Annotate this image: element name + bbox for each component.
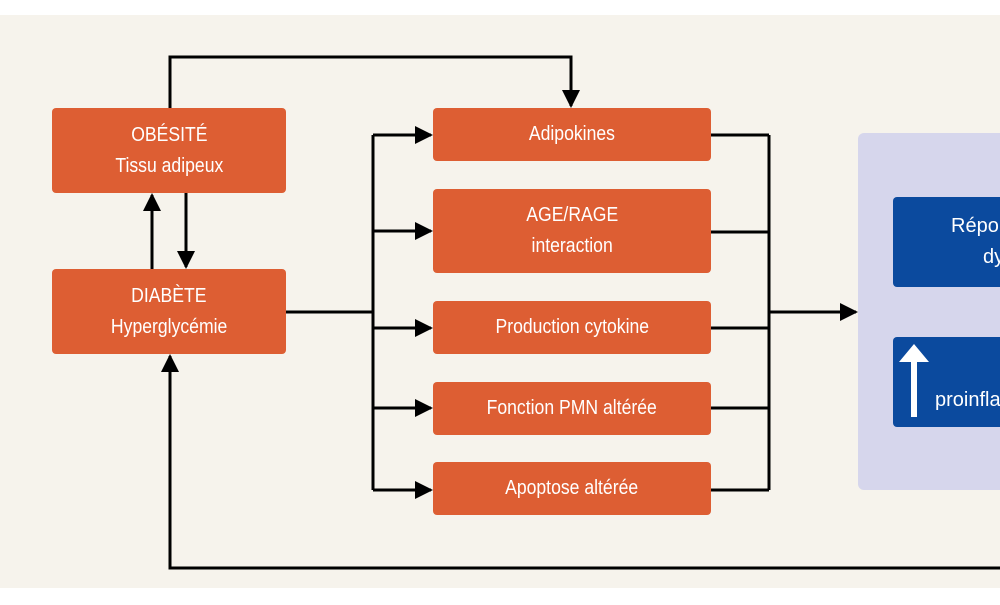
diabetes-box: DIABÈTE Hyperglycémie [52, 269, 286, 354]
mechanism-label: interaction [531, 235, 613, 257]
feedback-loop-arrow [161, 354, 1000, 570]
obesity-box: OBÉSITÉ Tissu adipeux [52, 108, 286, 193]
mechanism-adipokines: Adipokines [433, 108, 711, 161]
response-line-2: dy [983, 246, 1000, 268]
obesity-title: OBÉSITÉ [130, 123, 208, 146]
diabetes-title: DIABÈTE [131, 284, 207, 307]
merge-lines [711, 133, 771, 492]
mechanism-cytokine: Production cytokine [433, 301, 711, 354]
mechanism-apoptose: Apoptose altérée [433, 462, 711, 515]
response-box-2: proinfla [893, 337, 1000, 427]
response-box-1: Répo dy [893, 197, 1000, 287]
mechanism-label: Adipokines [528, 123, 616, 145]
mechanism-label: Production cytokine [495, 316, 649, 338]
response-line-3: proinfla [935, 389, 1000, 411]
mechanism-label: Apoptose altérée [505, 477, 639, 499]
diabetes-subtitle: Hyperglycémie [110, 315, 228, 338]
mechanism-label: Fonction PMN altérée [486, 397, 658, 419]
response-panel [858, 133, 1000, 490]
arrow-up-icon [899, 344, 929, 417]
mechanism-pmn: Fonction PMN altérée [433, 382, 711, 435]
response-line-1: Répo [951, 215, 999, 237]
mechanism-age-rage: AGE/RAGE interaction [433, 189, 711, 273]
obesity-subtitle: Tissu adipeux [115, 154, 223, 177]
obesity-to-adipokines-arrow [168, 55, 580, 108]
mechanism-label: AGE/RAGE [526, 204, 618, 226]
